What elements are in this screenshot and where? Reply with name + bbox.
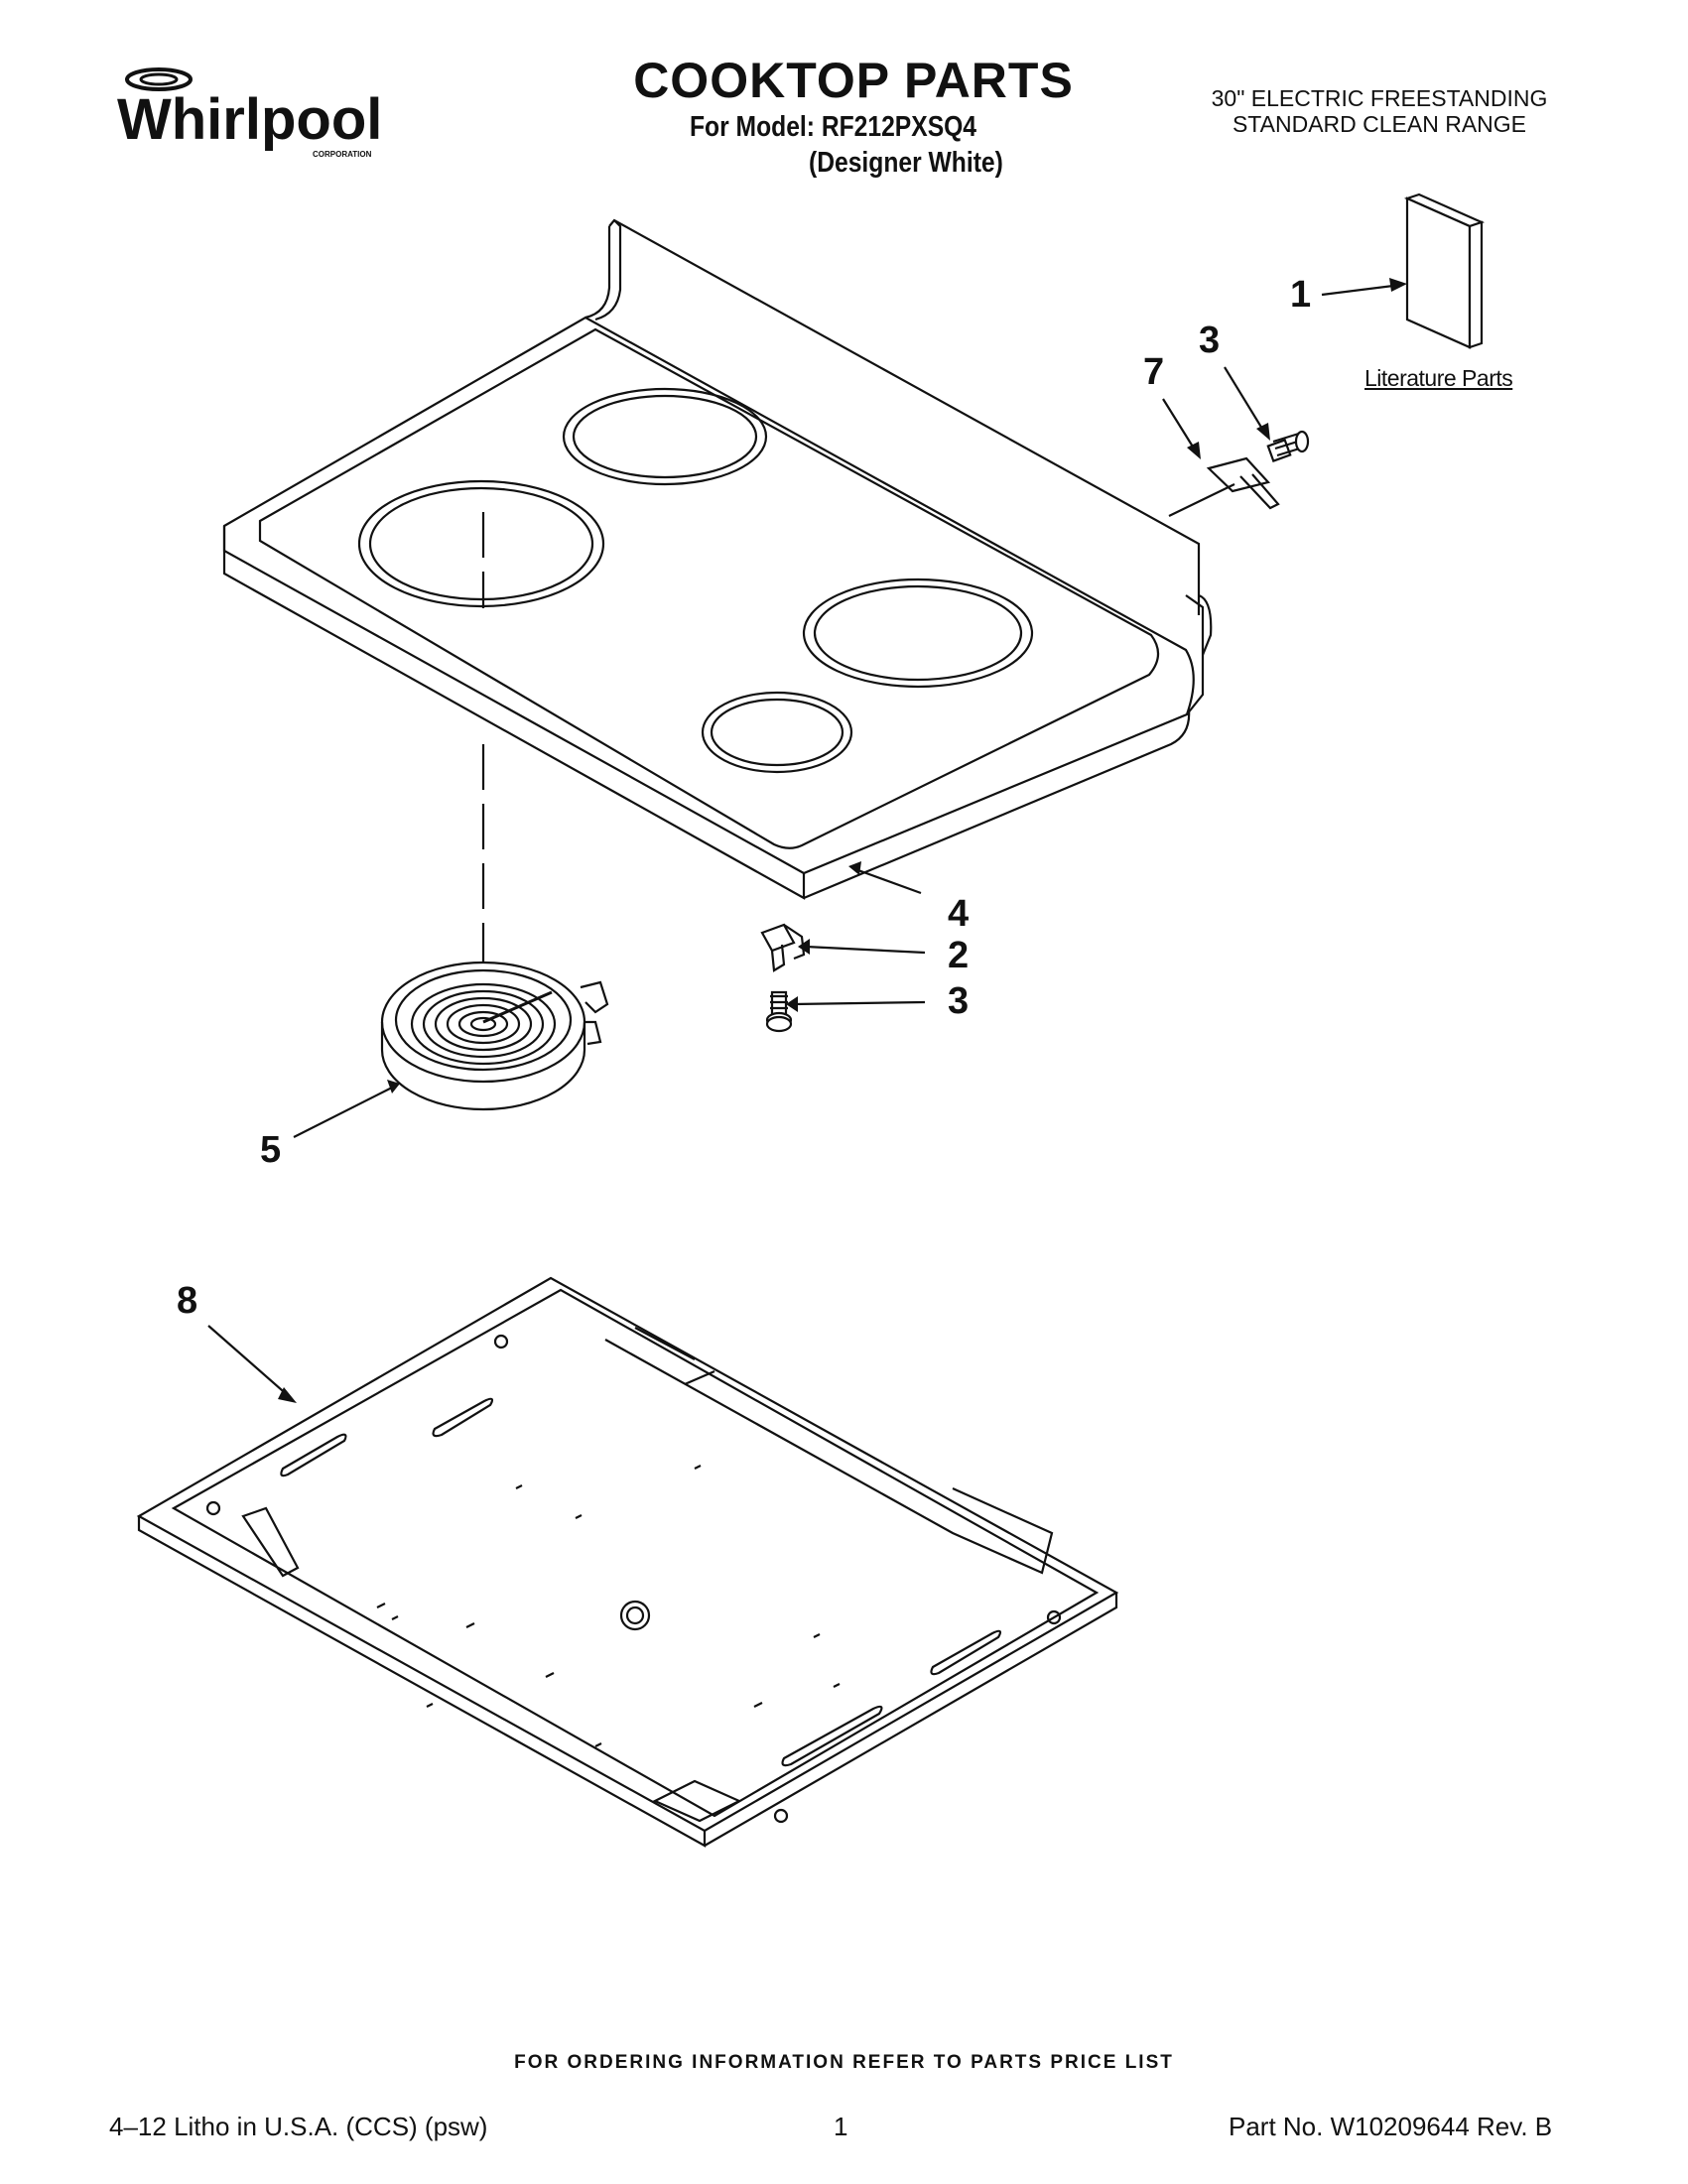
litho-info: 4–12 Litho in U.S.A. (CCS) (psw) xyxy=(109,2112,488,2141)
ordering-note: FOR ORDERING INFORMATION REFER TO PARTS … xyxy=(514,2052,1174,2073)
brand-name: Whirlpool xyxy=(117,87,382,152)
callout-3-middle: 3 xyxy=(948,980,970,1022)
literature-parts-label: Literature Parts xyxy=(1364,365,1513,391)
color-line: (Designer White) xyxy=(809,147,1003,179)
page-title: COOKTOP PARTS xyxy=(633,53,1074,108)
callout-3-top: 3 xyxy=(1199,320,1221,361)
literature-parts-illustration xyxy=(1407,194,1482,347)
cooktop-illustration xyxy=(224,220,1211,992)
part-number: Part No. W10209644 Rev. B xyxy=(1229,2112,1553,2141)
callout-2: 2 xyxy=(948,935,970,976)
model-line: For Model: RF212PXSQ4 xyxy=(690,111,977,143)
range-description-line2: STANDARD CLEAN RANGE xyxy=(1232,111,1527,137)
callout-4: 4 xyxy=(948,893,970,935)
callout-1: 1 xyxy=(1290,274,1312,316)
bracket-and-screw-top-illustration xyxy=(1169,432,1308,516)
brand-sub: CORPORATION xyxy=(313,150,372,159)
range-description-line1: 30" ELECTRIC FREESTANDING xyxy=(1211,85,1548,111)
clip-and-screw-middle-illustration xyxy=(762,925,804,1031)
callout-5: 5 xyxy=(260,1129,282,1171)
whirlpool-logo: Whirlpool CORPORATION xyxy=(109,58,387,177)
page-number: 1 xyxy=(834,2112,848,2141)
leader-lines xyxy=(208,278,1407,1403)
callout-7: 7 xyxy=(1143,351,1165,393)
cooktop-bottom-pan-illustration xyxy=(139,1278,1116,1846)
surface-element-illustration xyxy=(382,963,607,1109)
callout-8: 8 xyxy=(177,1280,198,1322)
